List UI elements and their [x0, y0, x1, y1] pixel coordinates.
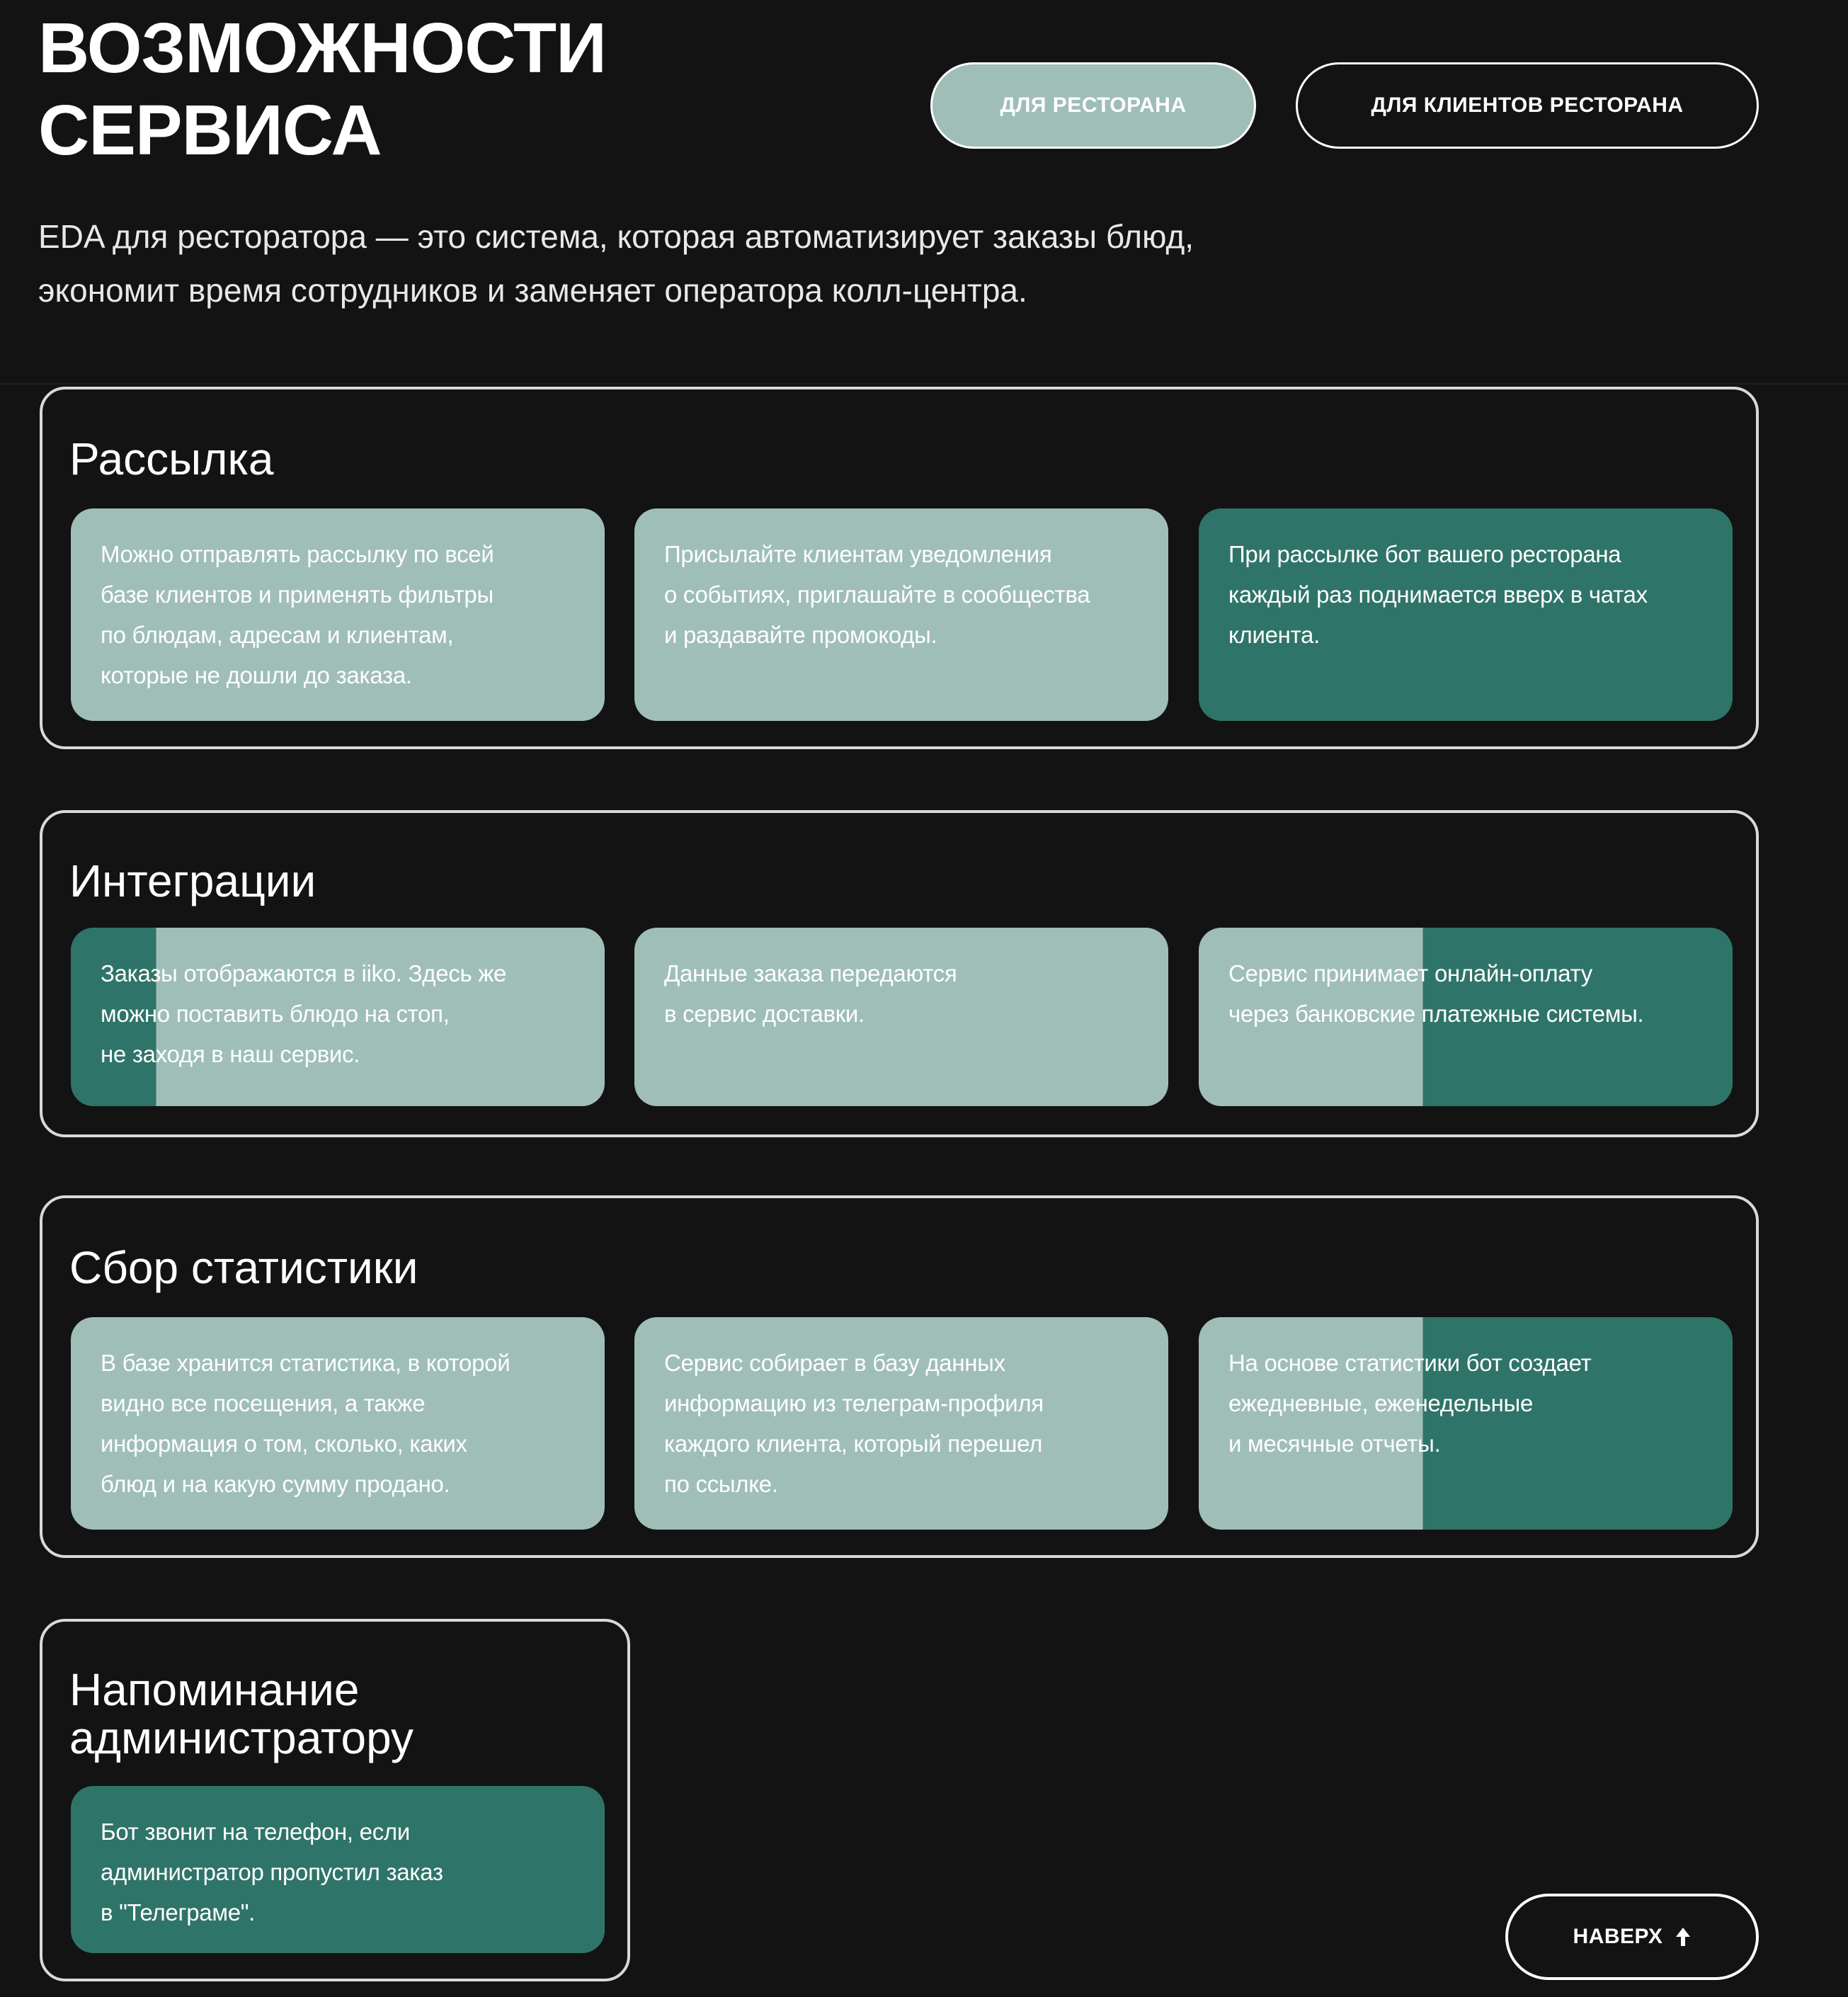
page-title: ВОЗМОЖНОСТИ СЕРВИСА: [38, 7, 888, 171]
card-text-line: которые не дошли до заказа.: [101, 662, 412, 688]
card-text-line: администратор пропустил заказ: [101, 1859, 443, 1885]
card-text-line: в "Телеграме".: [101, 1899, 256, 1925]
back-to-top-label: НАВЕРХ: [1573, 1925, 1663, 1948]
card-text-line: базе клиентов и применять фильтры: [101, 581, 494, 608]
card-text-line: не заходя в наш сервис.: [101, 1041, 360, 1067]
card-text-line: и раздавайте промокоды.: [664, 622, 937, 648]
card-text-line: информацию из телеграм-профиля: [664, 1390, 1044, 1416]
card-text-line: каждого клиента, который перешел: [664, 1430, 1043, 1457]
section-title: Сбор статистики: [69, 1244, 418, 1292]
card-text-line: Заказы отображаются в iiko. Здесь же: [101, 960, 507, 986]
card-text-line: информация о том, сколько, каких: [101, 1430, 467, 1457]
arrow-up-icon: [1675, 1926, 1691, 1947]
feature-card: На основе статистики бот создает ежеднев…: [1199, 1317, 1733, 1530]
tab-for-restaurant-clients[interactable]: ДЛЯ КЛИЕНТОВ РЕСТОРАНА: [1296, 62, 1759, 149]
card-text-line: видно все посещения, а также: [101, 1390, 426, 1416]
audience-tabs: ДЛЯ РЕСТОРАНА ДЛЯ КЛИЕНТОВ РЕСТОРАНА: [930, 62, 1759, 152]
section-title-line: Рассылка: [69, 433, 274, 484]
section-title-line: Напоминание: [69, 1664, 360, 1715]
page-title-line-1: ВОЗМОЖНОСТИ: [38, 8, 607, 88]
card-text-line: через банковские платежные системы.: [1228, 1001, 1644, 1027]
card-text-line: Сервис собирает в базу данных: [664, 1350, 1005, 1376]
feature-card: При рассылке бот вашего ресторана каждый…: [1199, 508, 1733, 721]
section-admin-reminder: Напоминание администратору Бот звонит на…: [40, 1619, 630, 1981]
section-title-line: администратору: [69, 1712, 413, 1763]
page-description-line-2: экономит время сотрудников и заменяет оп…: [38, 272, 1027, 309]
card-text-line: клиента.: [1228, 622, 1320, 648]
feature-card: Сервис принимает онлайн-оплату через бан…: [1199, 928, 1733, 1106]
back-to-top-button[interactable]: НАВЕРХ: [1505, 1894, 1759, 1980]
card-text-line: каждый раз поднимается вверх в чатах: [1228, 581, 1648, 608]
page-title-line-2: СЕРВИСА: [38, 91, 382, 170]
card-text-line: в сервис доставки.: [664, 1001, 865, 1027]
section-title: Интеграции: [69, 857, 316, 905]
card-text-line: по ссылке.: [664, 1471, 778, 1497]
feature-card: Данные заказа передаются в сервис достав…: [634, 928, 1168, 1106]
card-text-line: Данные заказа передаются: [664, 960, 957, 986]
card-text-line: ежедневные, еженедельные: [1228, 1390, 1534, 1416]
section-title: Рассылка: [69, 435, 274, 483]
feature-card: Заказы отображаются в iiko. Здесь же мож…: [71, 928, 605, 1106]
card-text-line: В базе хранится статистика, в которой: [101, 1350, 511, 1376]
feature-card: Можно отправлять рассылку по всей базе к…: [71, 508, 605, 721]
card-text-line: На основе статистики бот создает: [1228, 1350, 1592, 1376]
card-text-line: можно поставить блюдо на стоп,: [101, 1001, 450, 1027]
card-text-line: о событиях, приглашайте в сообщества: [664, 581, 1090, 608]
page-description: EDA для ресторатора — это система, котор…: [38, 210, 1454, 317]
card-text-line: Можно отправлять рассылку по всей: [101, 541, 494, 567]
section-title-line: Интеграции: [69, 855, 316, 906]
section-statistics: Сбор статистики В базе хранится статисти…: [40, 1195, 1759, 1558]
feature-card: Сервис собирает в базу данных информацию…: [634, 1317, 1168, 1530]
card-text-line: Бот звонит на телефон, если: [101, 1819, 411, 1845]
section-title: Напоминание администратору: [69, 1666, 413, 1762]
header-divider: [0, 383, 1848, 385]
tab-for-restaurant[interactable]: ДЛЯ РЕСТОРАНА: [930, 62, 1256, 149]
card-text-line: по блюдам, адресам и клиентам,: [101, 622, 454, 648]
hero-header: ВОЗМОЖНОСТИ СЕРВИСА EDA для ресторатора …: [0, 0, 1848, 382]
card-text-line: и месячные отчеты.: [1228, 1430, 1441, 1457]
card-text-line: Присылайте клиентам уведомления: [664, 541, 1052, 567]
feature-card: Бот звонит на телефон, если администрато…: [71, 1786, 605, 1953]
section-title-line: Сбор статистики: [69, 1242, 418, 1293]
feature-card: Присылайте клиентам уведомления о событи…: [634, 508, 1168, 721]
page-description-line-1: EDA для ресторатора — это система, котор…: [38, 218, 1194, 255]
card-text-line: При рассылке бот вашего ресторана: [1228, 541, 1621, 567]
card-text-line: Сервис принимает онлайн-оплату: [1228, 960, 1592, 986]
feature-card: В базе хранится статистика, в которой ви…: [71, 1317, 605, 1530]
card-text-line: блюд и на какую сумму продано.: [101, 1471, 450, 1497]
section-integrations: Интеграции Заказы отображаются в iiko. З…: [40, 810, 1759, 1137]
section-mailing: Рассылка Можно отправлять рассылку по вс…: [40, 387, 1759, 749]
